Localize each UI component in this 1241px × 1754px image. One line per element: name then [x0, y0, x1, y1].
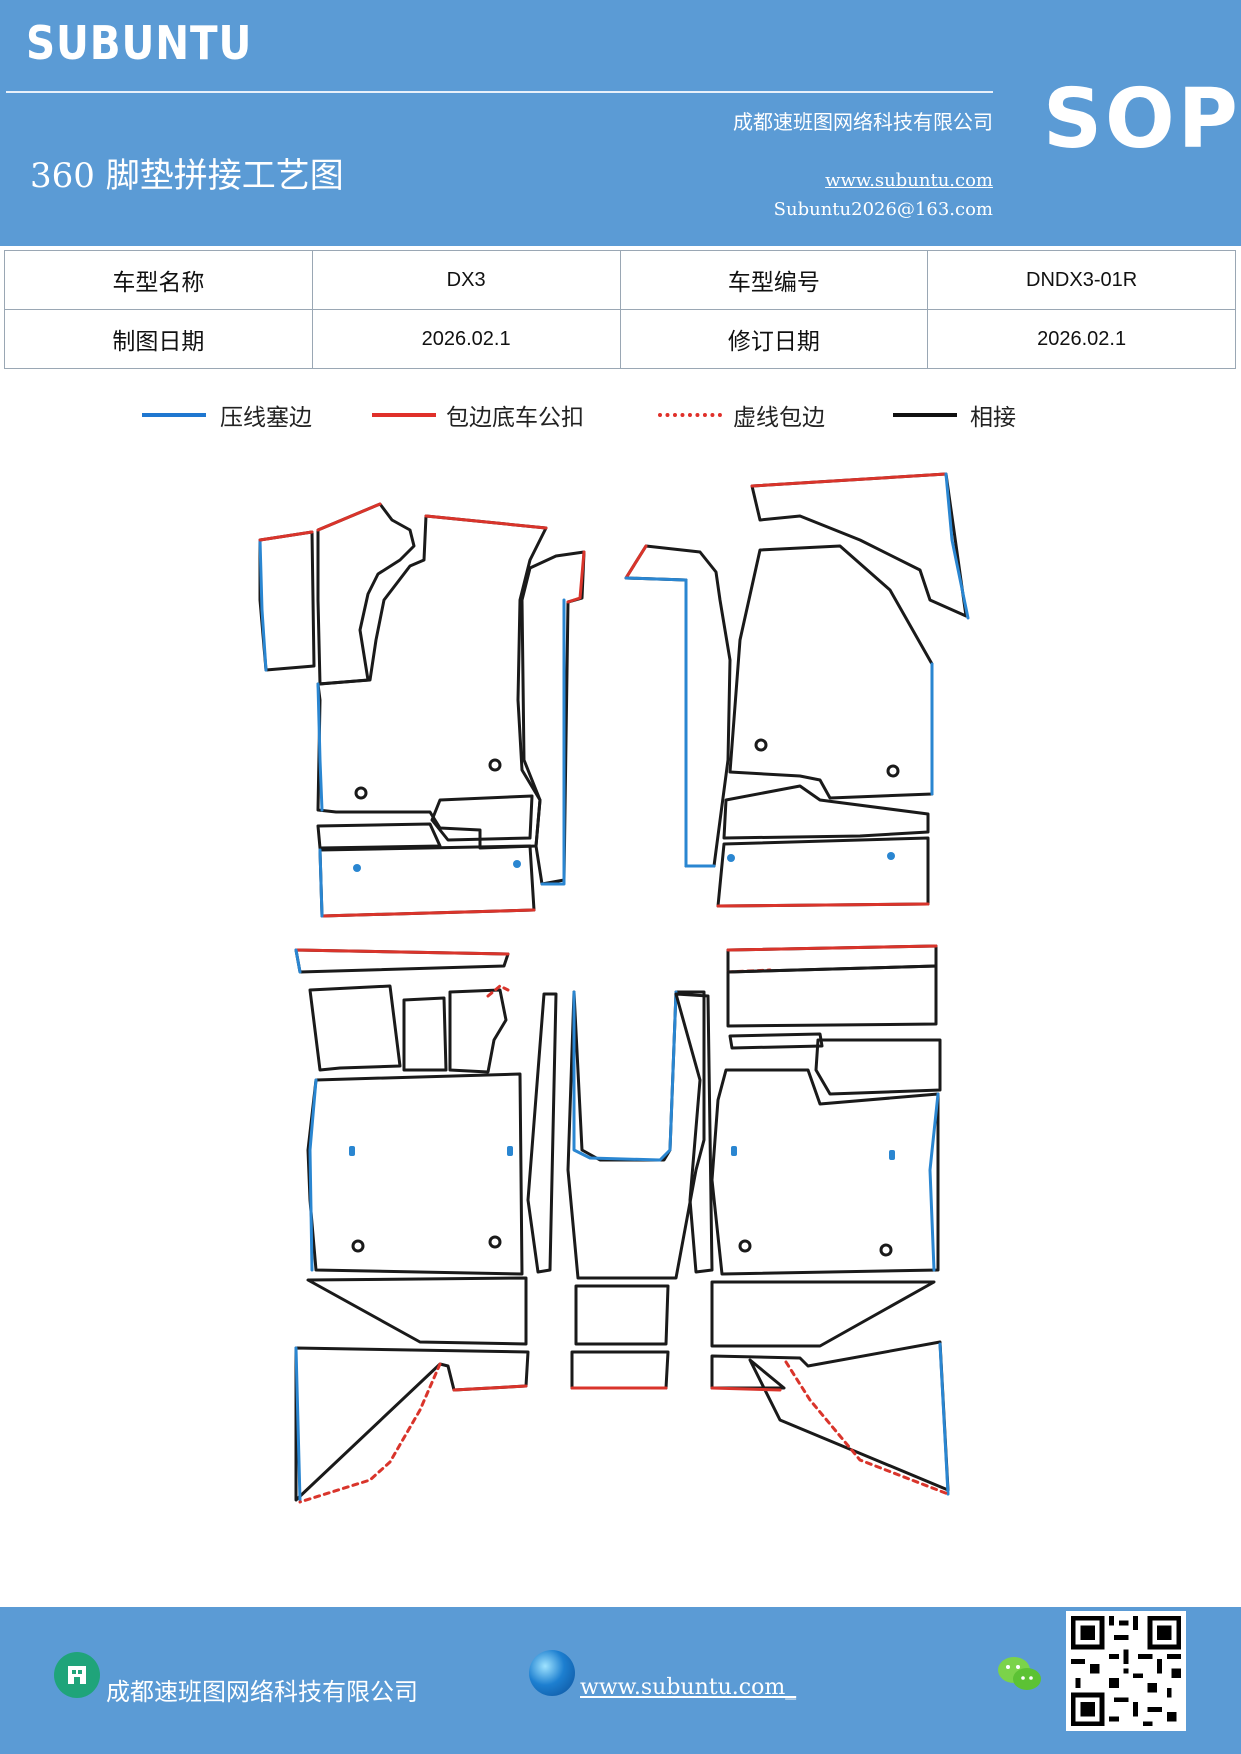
building-icon-glyph: [68, 1666, 86, 1684]
legend-swatch-red: [372, 413, 436, 417]
mat-piece-rear-left-top: [294, 948, 510, 974]
qr-code-icon[interactable]: [1066, 1611, 1186, 1731]
mat-piece-front-left-side: [258, 530, 316, 672]
mat-piece-front-left-main: [316, 502, 416, 686]
sop-badge: SOP: [1043, 72, 1241, 167]
mat-piece-front-left-floor: [316, 514, 548, 850]
document-title: 360 脚垫拼接工艺图: [30, 156, 344, 196]
drawing-date-label: 制图日期: [4, 309, 313, 369]
table-row: 车型名称 DX3 车型编号 DNDX3-01R: [4, 250, 1236, 310]
mat-piece-rear-right-floor: [674, 964, 942, 1276]
header-divider: [6, 91, 993, 93]
mat-clip-dots: [349, 852, 895, 1160]
mat-piece-front-left-strip: [316, 822, 536, 918]
legend-swatch-blue: [142, 413, 206, 417]
mat-piece-rear-right-lower: [710, 1280, 950, 1496]
header-email[interactable]: Subuntu2026@163.com: [773, 199, 993, 220]
wechat-icon[interactable]: [996, 1652, 1044, 1696]
mat-piece-front-left-rail: [520, 550, 586, 886]
mat-piece-front-right-main: [728, 472, 970, 800]
revision-date-value: 2026.02.1: [927, 309, 1236, 369]
globe-icon: [529, 1650, 575, 1696]
mat-piece-rear-left-floor: [306, 984, 558, 1276]
footer-website-link[interactable]: www.subuntu.com_: [580, 1675, 797, 1700]
model-code-value: DNDX3-01R: [927, 250, 1236, 310]
mat-mounting-holes: [351, 738, 900, 1257]
legend: 压线塞边 包边底车公扣 虚线包边 相接: [0, 395, 1241, 435]
drawing-date-value: 2026.02.1: [311, 309, 621, 369]
header-company: 成都速班图网络科技有限公司: [733, 110, 993, 134]
model-name-value: DX3: [311, 250, 621, 310]
legend-label: 虚线包边: [733, 405, 825, 431]
building-icon: [54, 1652, 100, 1698]
model-code-label: 车型编号: [619, 250, 929, 310]
header-banner: [0, 0, 1241, 246]
legend-swatch-red-dotted: [658, 413, 722, 417]
footer-company: 成都速班图网络科技有限公司: [106, 1678, 418, 1706]
info-table: 车型名称 DX3 车型编号 DNDX3-01R 制图日期 2026.02.1 修…: [4, 250, 1236, 369]
table-row: 制图日期 2026.02.1 修订日期 2026.02.1: [4, 309, 1236, 369]
mat-piece-rear-left-lower: [294, 984, 530, 1504]
brand-logo: SUBUNTU: [26, 16, 253, 70]
mat-piece-front-right-strip: [716, 784, 930, 908]
revision-date-label: 修订日期: [619, 309, 929, 369]
legend-swatch-black: [893, 413, 957, 417]
legend-label: 压线塞边: [220, 405, 312, 431]
legend-label: 相接: [970, 405, 1016, 431]
mat-piece-front-right-rail: [624, 544, 732, 868]
qr-code-pattern: [1070, 1615, 1182, 1727]
floor-mat-diagram: [258, 472, 970, 1504]
model-name-label: 车型名称: [4, 250, 313, 310]
legend-label: 包边底车公扣: [446, 405, 584, 431]
mat-piece-tunnel: [566, 990, 706, 1390]
header-website-link[interactable]: www.subuntu.com: [825, 170, 993, 191]
